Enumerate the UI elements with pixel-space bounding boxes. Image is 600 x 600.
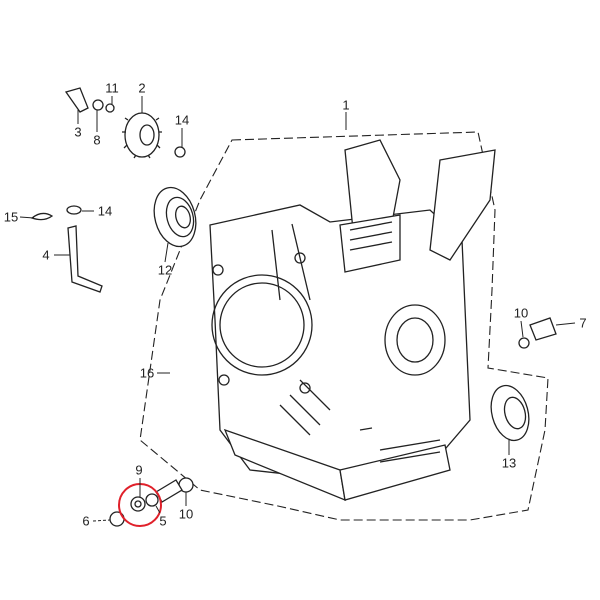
callout-10a: 10 xyxy=(513,305,529,321)
callout-10b: 10 xyxy=(178,506,194,522)
governor-gear-2 xyxy=(122,112,162,159)
callout-2: 2 xyxy=(138,80,146,96)
governor-arm-4 xyxy=(67,225,103,293)
callout-14a: 14 xyxy=(174,112,190,128)
bolt-7 xyxy=(529,317,557,341)
callout-7: 7 xyxy=(579,315,587,331)
washer-10a xyxy=(518,337,530,349)
callout-8: 8 xyxy=(93,132,101,148)
pin-3 xyxy=(64,87,89,113)
nut-14b xyxy=(66,205,82,215)
callout-6: 6 xyxy=(82,513,90,529)
callout-15: 15 xyxy=(3,209,19,225)
callout-16: 16 xyxy=(139,365,155,381)
crankcase xyxy=(209,139,496,502)
oil-seal-13 xyxy=(490,384,530,442)
washer-8 xyxy=(92,99,104,111)
callout-11: 11 xyxy=(105,80,119,96)
nut-14a xyxy=(174,146,186,158)
callout-3: 3 xyxy=(74,124,82,140)
callout-14b: 14 xyxy=(97,203,113,219)
callout-5: 5 xyxy=(159,513,167,529)
bearing-12 xyxy=(153,186,197,248)
washer-9 xyxy=(130,496,146,512)
assembly-boundary xyxy=(139,131,549,521)
leader-lines xyxy=(19,96,576,522)
washer-11 xyxy=(105,103,115,113)
washer-5 xyxy=(145,493,159,507)
callout-9: 9 xyxy=(135,462,143,478)
callout-12: 12 xyxy=(157,262,173,278)
clip-15 xyxy=(30,212,54,221)
callout-1: 1 xyxy=(342,97,350,113)
callout-4: 4 xyxy=(42,247,50,263)
callout-13: 13 xyxy=(501,455,517,471)
